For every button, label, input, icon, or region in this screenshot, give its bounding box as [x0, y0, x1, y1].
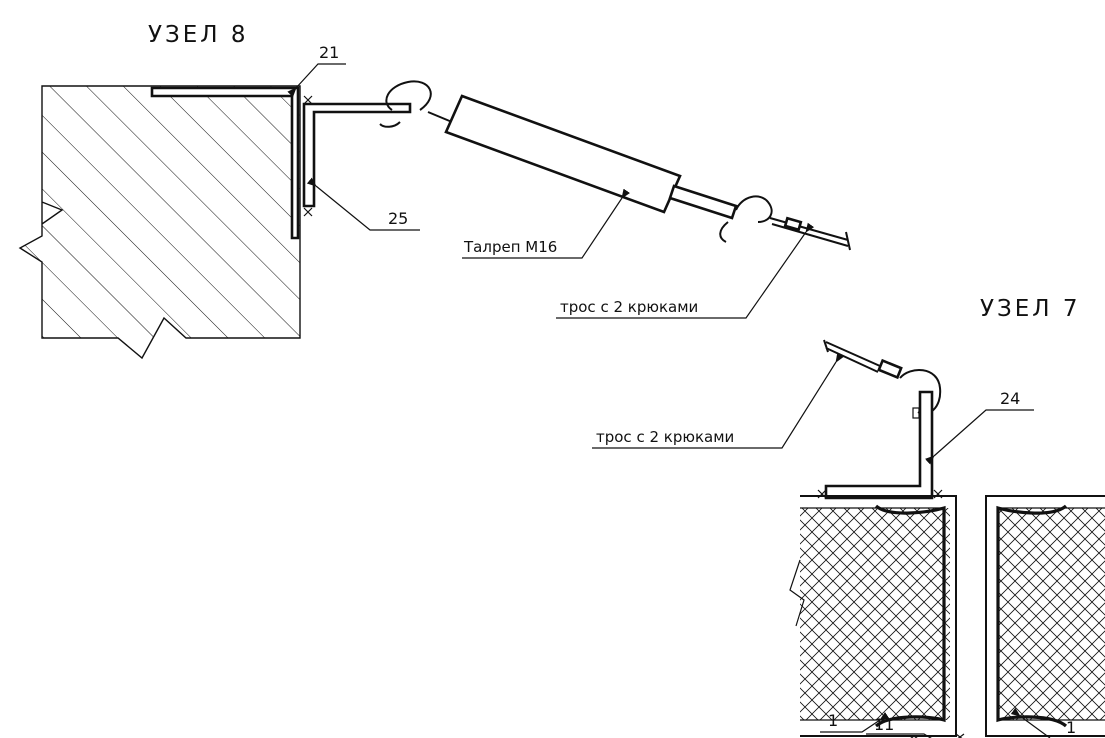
- angle-24-tab: [912, 407, 920, 419]
- turnbuckle-body: [444, 94, 682, 214]
- callout-turnbuckle: Талреп М16: [463, 238, 557, 256]
- angle-21: [150, 86, 300, 240]
- leader-cable-8: [556, 222, 815, 319]
- callout-1-left: 1: [828, 711, 838, 730]
- cable-clamp-7: [877, 358, 903, 380]
- leader-21: [287, 63, 346, 97]
- hook-left: [379, 80, 432, 128]
- cable-segment: [427, 111, 453, 123]
- leader-1-left: [820, 712, 890, 733]
- hook-right: [719, 195, 773, 243]
- panel-left: [789, 495, 957, 737]
- weld-marks: [303, 95, 313, 217]
- leader-cable-7: [592, 352, 844, 449]
- callout-21: 21: [319, 43, 339, 62]
- callout-11: 11: [874, 715, 894, 734]
- node-7: УЗЕЛ 7: [592, 296, 1105, 738]
- node-7-title: УЗЕЛ 7: [980, 296, 1081, 322]
- turnbuckle-rod: [668, 184, 738, 220]
- leader-24: [924, 409, 1034, 465]
- leader-25: [306, 177, 420, 231]
- callout-cable-8: трос с 2 крюками: [560, 298, 698, 316]
- leader-turnbuckle: [462, 188, 630, 259]
- cable-clamp: [783, 216, 803, 232]
- concrete-wall: [18, 85, 301, 360]
- leader-1-right: [1010, 707, 1051, 738]
- weld-marks-11: [909, 733, 965, 738]
- leader-11: [866, 733, 932, 738]
- callout-cable-7: трос с 2 крюками: [596, 428, 734, 446]
- panel-right: [985, 495, 1105, 737]
- callout-25: 25: [388, 209, 408, 228]
- cable-node-7: [823, 339, 881, 373]
- angle-25: [302, 102, 412, 208]
- node-8: УЗЕЛ 8 21 25 Талреп М16 трос с 2: [18, 22, 851, 360]
- cable-right: [769, 217, 851, 251]
- node-8-title: УЗЕЛ 8: [148, 22, 249, 48]
- callout-1-right: 1: [1066, 718, 1076, 737]
- callout-24: 24: [1000, 389, 1020, 408]
